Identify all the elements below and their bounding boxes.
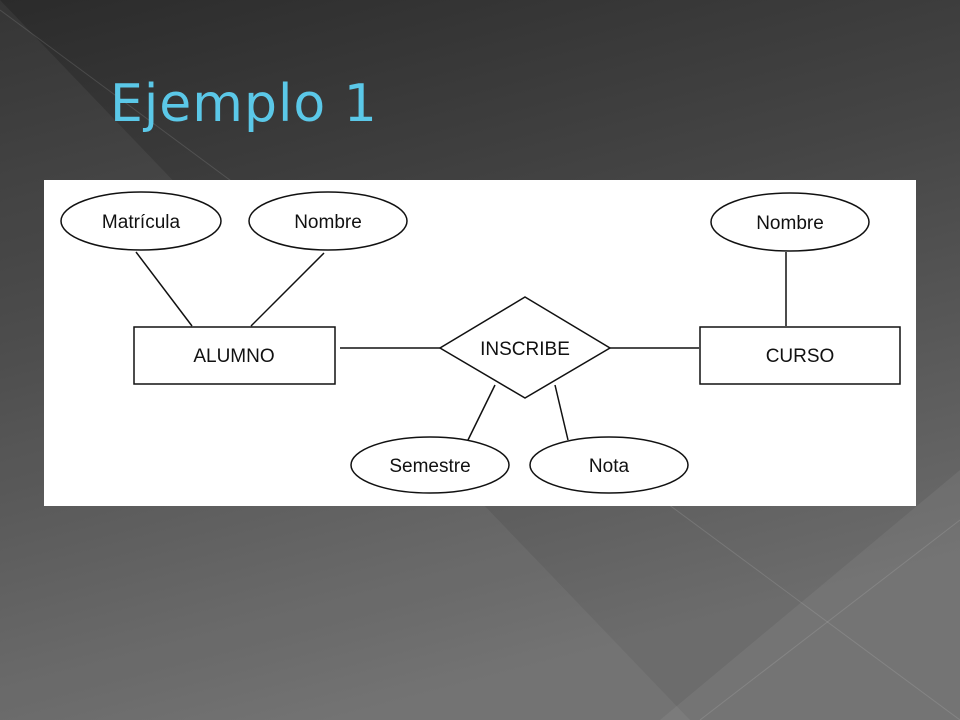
attribute-label-curso-nombre: Nombre bbox=[756, 213, 824, 234]
attribute-alumno-nombre: Nombre bbox=[248, 191, 408, 251]
relationship-label-inscribe: INSCRIBE bbox=[480, 339, 570, 360]
attribute-ellipse bbox=[248, 191, 408, 251]
attribute-matricula: Matrícula bbox=[60, 191, 222, 251]
attribute-label-nota: Nota bbox=[589, 456, 630, 477]
attribute-label-semestre: Semestre bbox=[389, 456, 470, 477]
attribute-curso-nombre: Nombre bbox=[710, 192, 870, 252]
connector-matricula-alumno bbox=[135, 251, 193, 327]
relationship-inscribe: INSCRIBE bbox=[438, 296, 612, 399]
er-diagram-panel: Matrícula Nombre Nombre Semestre Nota bbox=[44, 180, 916, 506]
relationship-diamond bbox=[438, 296, 612, 399]
entity-box bbox=[133, 326, 336, 385]
connector-nombre-alumno bbox=[250, 252, 325, 327]
entity-curso: CURSO bbox=[699, 326, 901, 385]
entity-label-alumno: ALUMNO bbox=[193, 346, 274, 367]
slide-title: Ejemplo 1 bbox=[110, 74, 378, 134]
attribute-semestre: Semestre bbox=[350, 436, 510, 494]
attribute-ellipse bbox=[529, 436, 689, 494]
attribute-ellipse bbox=[710, 192, 870, 252]
entity-label-curso: CURSO bbox=[766, 346, 835, 367]
background-facet-right bbox=[660, 470, 960, 720]
connector-inscribe-semestre bbox=[467, 384, 496, 441]
connector-inscribe-nota bbox=[554, 384, 569, 441]
attribute-nota: Nota bbox=[529, 436, 689, 494]
entity-alumno: ALUMNO bbox=[133, 326, 336, 385]
entity-box bbox=[699, 326, 901, 385]
er-diagram: Matrícula Nombre Nombre Semestre Nota bbox=[60, 191, 901, 494]
attribute-ellipse bbox=[60, 191, 222, 251]
attribute-label-alumno-nombre: Nombre bbox=[294, 212, 362, 233]
attribute-ellipse bbox=[350, 436, 510, 494]
attribute-label-matricula: Matrícula bbox=[102, 212, 181, 233]
background-diagonal-line-2 bbox=[699, 519, 960, 720]
